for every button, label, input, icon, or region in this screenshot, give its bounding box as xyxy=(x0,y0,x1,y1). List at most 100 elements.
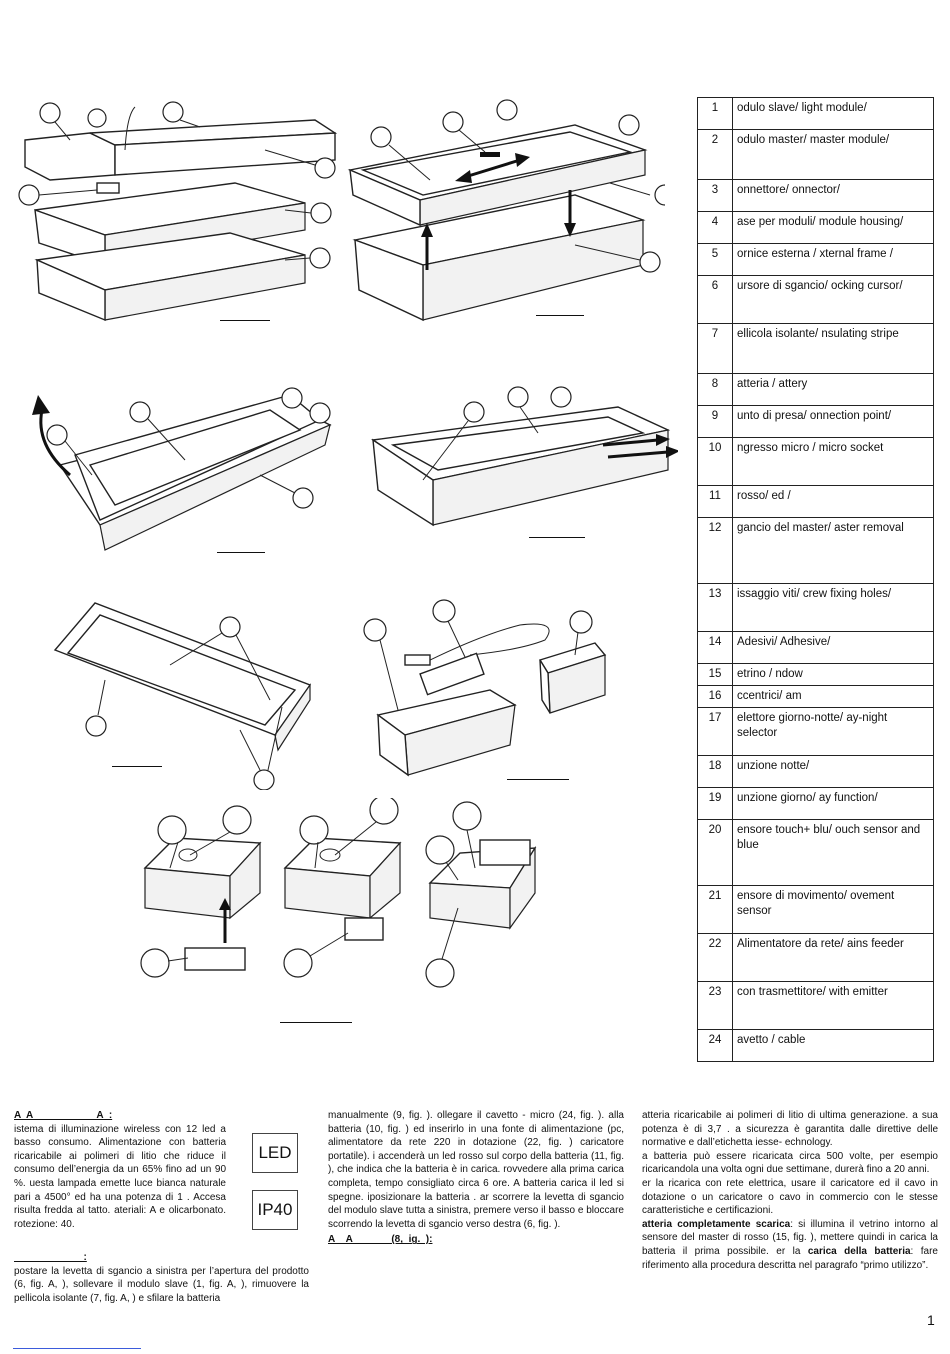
legend-num: 5 xyxy=(697,243,733,276)
figure-exploded-view xyxy=(18,101,338,322)
legend-num: 13 xyxy=(697,583,733,632)
legend-num: 22 xyxy=(697,933,733,982)
section-heading: A A (8, ig. ): xyxy=(328,1234,433,1246)
section-heading: A A A : xyxy=(14,1110,113,1121)
legend-text: odulo slave/ light module/ xyxy=(732,97,934,130)
figure-charger-cable xyxy=(363,599,607,777)
legend-text: rosso/ ed / xyxy=(732,485,934,518)
legend-text: unto di presa/ onnection point/ xyxy=(732,405,934,438)
page-number: 1 xyxy=(927,1312,935,1328)
fig-a-label-underline xyxy=(220,320,270,321)
legend-text: etrino / ndow xyxy=(732,663,934,686)
fig-e-label-underline xyxy=(112,766,162,767)
legend-text: ensore touch+ blu/ ouch sensor and blue xyxy=(732,819,934,886)
legend-text: ellicola isolante/ nsulating stripe xyxy=(732,323,934,374)
legend-num: 23 xyxy=(697,981,733,1030)
legend-text: avetto / cable xyxy=(732,1029,934,1062)
legend-text: ursore di sgancio/ ocking cursor/ xyxy=(732,275,934,324)
text-column-1: A A A : istema di illuminazione wireless… xyxy=(14,1109,226,1231)
legend-num: 20 xyxy=(697,819,733,886)
legend-num: 10 xyxy=(697,437,733,486)
led-badge: LED xyxy=(252,1133,298,1173)
paragraph: manualmente (9, fig. ). ollegare il cave… xyxy=(328,1110,624,1230)
legend-num: 2 xyxy=(697,129,733,180)
legend-num: 16 xyxy=(697,685,733,708)
bold-text: carica della batteria xyxy=(807,1245,911,1257)
legend-text: ngresso micro / micro socket xyxy=(732,437,934,486)
paragraph: istema di illuminazione wireless con 12 … xyxy=(14,1123,226,1230)
legend-num: 4 xyxy=(697,211,733,244)
legend-num: 1 xyxy=(697,97,733,130)
legend-num: 6 xyxy=(697,275,733,324)
figure-open-battery xyxy=(32,387,332,551)
bold-text: atteria completamente scarica xyxy=(642,1218,791,1230)
ip40-badge: IP40 xyxy=(252,1190,298,1230)
legend-num: 14 xyxy=(697,631,733,664)
legend-num: 9 xyxy=(697,405,733,438)
paragraph: atteria completamente scarica: si illumi… xyxy=(642,1218,938,1272)
text: : si illumina il vetrino intorno al sens… xyxy=(642,1218,939,1257)
legend-text: unzione giorno/ ay function/ xyxy=(732,787,934,820)
legend-text: ase per moduli/ module housing/ xyxy=(732,211,934,244)
legend-text: odulo master/ master module/ xyxy=(732,129,934,180)
text-column-3: atteria ricaricabile ai polimeri di liti… xyxy=(642,1109,938,1272)
figure-underside xyxy=(53,602,312,790)
legend-num: 15 xyxy=(697,663,733,686)
legend-text: ensore di movimento/ ovement sensor xyxy=(732,885,934,934)
legend-text: con trasmettitore/ with emitter xyxy=(732,981,934,1030)
fig-g-label-underline xyxy=(280,1022,352,1023)
paragraph: postare la levetta di sgancio a sinistra… xyxy=(14,1265,309,1304)
text-column-1-continued: : postare la levetta di sgancio a sinist… xyxy=(14,1251,309,1305)
text-column-2: manualmente (9, fig. ). ollegare il cave… xyxy=(328,1109,624,1247)
figure-master-modules xyxy=(140,798,537,988)
legend-text: issaggio viti/ crew fixing holes/ xyxy=(732,583,934,632)
fig-b-label-underline xyxy=(536,315,584,316)
legend-num: 11 xyxy=(697,485,733,518)
legend-text: gancio del master/ aster removal xyxy=(732,517,934,584)
fig-d-label-underline xyxy=(529,537,585,538)
legend-num: 18 xyxy=(697,755,733,788)
legend-num: 12 xyxy=(697,517,733,584)
legend-text: Adesivi/ Adhesive/ xyxy=(732,631,934,664)
figure-remove-battery xyxy=(371,386,678,527)
legend-num: 7 xyxy=(697,323,733,374)
legend-text: atteria / attery xyxy=(732,373,934,406)
figure-slide-module xyxy=(347,99,665,322)
fig-f-label-underline xyxy=(507,779,569,780)
footer-link-line[interactable] xyxy=(13,1348,141,1349)
paragraph: a batteria può essere ricaricata circa 5… xyxy=(642,1150,938,1176)
legend-text: unzione notte/ xyxy=(732,755,934,788)
legend-num: 17 xyxy=(697,707,733,756)
legend-text: ccentrici/ am xyxy=(732,685,934,708)
legend-num: 21 xyxy=(697,885,733,934)
text: : fare riferimento alla procedura descri… xyxy=(642,1245,938,1271)
legend-text: onnettore/ onnector/ xyxy=(732,179,934,212)
legend-num: 24 xyxy=(697,1029,733,1062)
legend-num: 19 xyxy=(697,787,733,820)
paragraph: er la ricarica con rete elettrica, usare… xyxy=(642,1177,938,1217)
legend-text: ornice esterna / xternal frame / xyxy=(732,243,934,276)
legend-num: 8 xyxy=(697,373,733,406)
paragraph: atteria ricaricabile ai polimeri di liti… xyxy=(642,1110,938,1149)
legend-num: 3 xyxy=(697,179,733,212)
